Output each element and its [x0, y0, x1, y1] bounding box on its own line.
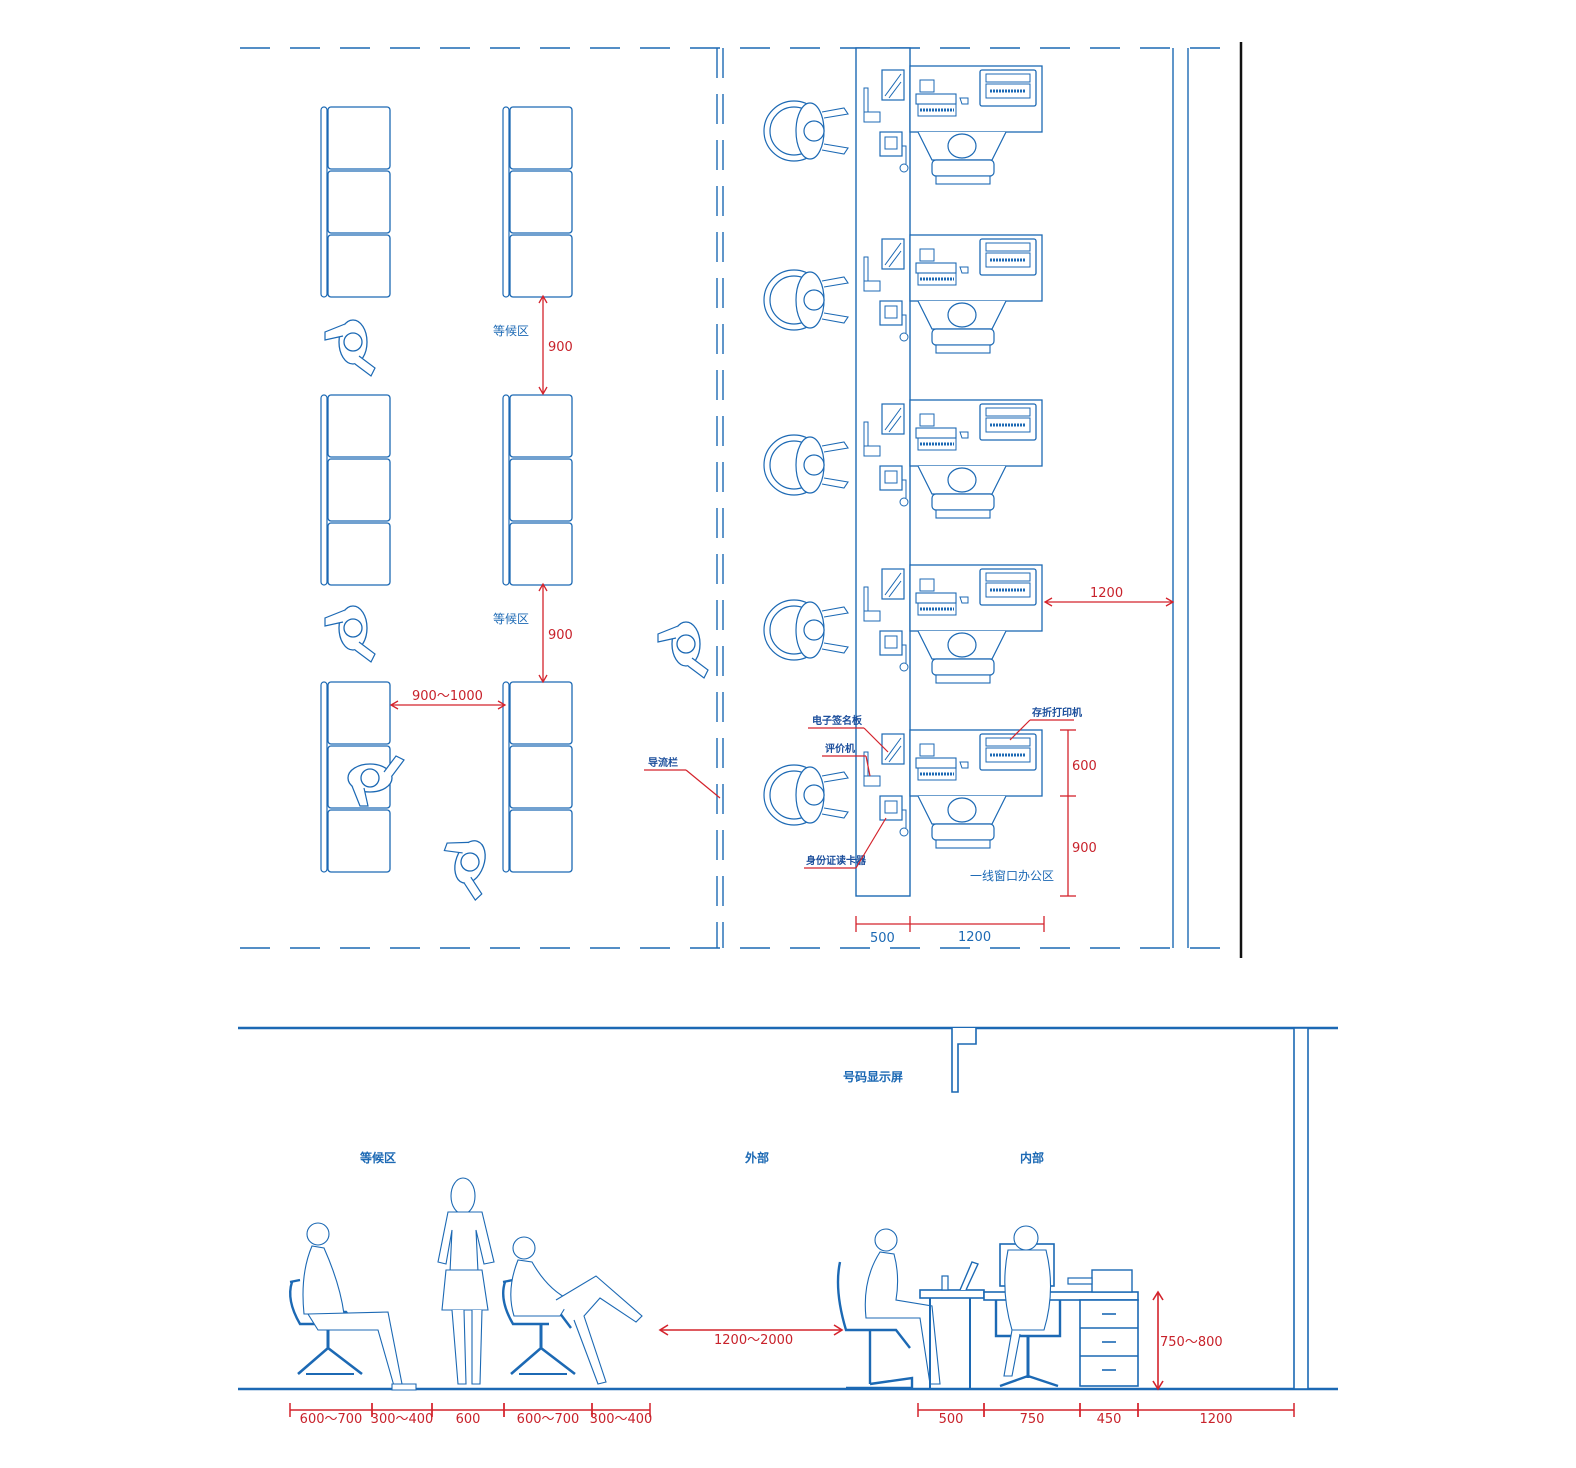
dimension-label: 300～400: [590, 1412, 653, 1427]
seated-customer: [501, 1236, 643, 1385]
dimension-queue-distance: 1200～2000: [714, 1333, 793, 1348]
dimension-label: 300～400: [371, 1412, 434, 1427]
seat-row: [502, 681, 573, 873]
dimension-arrows: [389, 700, 507, 710]
guide-rail-label: 导流栏: [648, 756, 678, 769]
evaluator-label: 评价机: [825, 742, 855, 755]
waiting-area-label: 等候区: [493, 612, 529, 626]
dimension-label: 500: [939, 1412, 964, 1427]
leader-line: [865, 755, 871, 777]
waiting-seats: [320, 106, 573, 873]
seat-row: [320, 106, 391, 298]
dimension-arrows: [1043, 597, 1175, 607]
leader-line: [685, 769, 721, 799]
dimension-arrows: [658, 1324, 844, 1336]
leader-line: [1009, 719, 1031, 741]
seat-row: [320, 394, 391, 586]
dimension-arrows: [538, 582, 548, 684]
dimension-900: 900: [1072, 841, 1097, 856]
person-figure: [324, 319, 376, 377]
dimension-1200: 1200: [958, 930, 991, 945]
dimension-900: 900: [548, 628, 573, 643]
seat-row: [502, 394, 573, 586]
plan-dimensions: 900 900 900～1000 1200 600 900 500 1200: [389, 294, 1175, 946]
dimension-aisle: 900～1000: [412, 689, 483, 704]
dimension-label: 750: [1020, 1412, 1045, 1427]
id-reader-label: 身份证读卡器: [806, 854, 867, 867]
outside-label: 外部: [745, 1150, 769, 1165]
inside-label: 内部: [1020, 1150, 1044, 1165]
bottom-dimension-chain: 600～700 300～400 600 600～700 300～400 500 750 450…: [289, 1403, 1295, 1427]
dimension-label: 600: [456, 1412, 481, 1427]
dimension-600: 600: [1072, 759, 1097, 774]
person-figure: [657, 621, 709, 679]
floor-plan: 等候区 等候区 导流栏 电子签名板 评价机 身份证读卡器 存折打印机 一线窗口办…: [240, 42, 1243, 958]
elevation-wall: [1293, 1027, 1309, 1390]
number-display-screen: [951, 1028, 977, 1093]
staff-member: [994, 1225, 1062, 1388]
dimension-arrows: [1152, 1290, 1164, 1391]
waiting-area-label: 等候区: [493, 324, 529, 338]
passbook-printer-label: 存折打印机: [1032, 706, 1082, 719]
dimension-1200: 1200: [1090, 586, 1123, 601]
dimension-label: 450: [1097, 1412, 1122, 1427]
seated-customer-at-counter: [836, 1228, 941, 1390]
dimension-desk-height: 750～800: [1160, 1335, 1223, 1350]
dimension-label: 600～700: [300, 1412, 363, 1427]
person-figure: [324, 605, 376, 663]
number-display-label: 号码显示屏: [843, 1069, 903, 1084]
leader-line: [855, 817, 887, 869]
waiting-area-label: 等候区: [359, 1150, 396, 1165]
dimension-900: 900: [548, 340, 573, 355]
seat-row: [502, 106, 573, 298]
dimension-label: 600～700: [517, 1412, 580, 1427]
dimension-label: 1200: [1199, 1412, 1232, 1427]
counter-office-label: 一线窗口办公区: [970, 868, 1054, 883]
dimension-arrows: [538, 294, 548, 396]
elevation: 号码显示屏 等候区 外部 内部: [238, 1026, 1338, 1427]
dimension-500: 500: [870, 931, 895, 946]
e-signature-pad-label: 电子签名板: [812, 714, 863, 727]
leader-line: [863, 727, 889, 753]
person-figure: [431, 831, 499, 903]
seated-customer: [288, 1222, 417, 1391]
standing-customer: [437, 1177, 495, 1385]
